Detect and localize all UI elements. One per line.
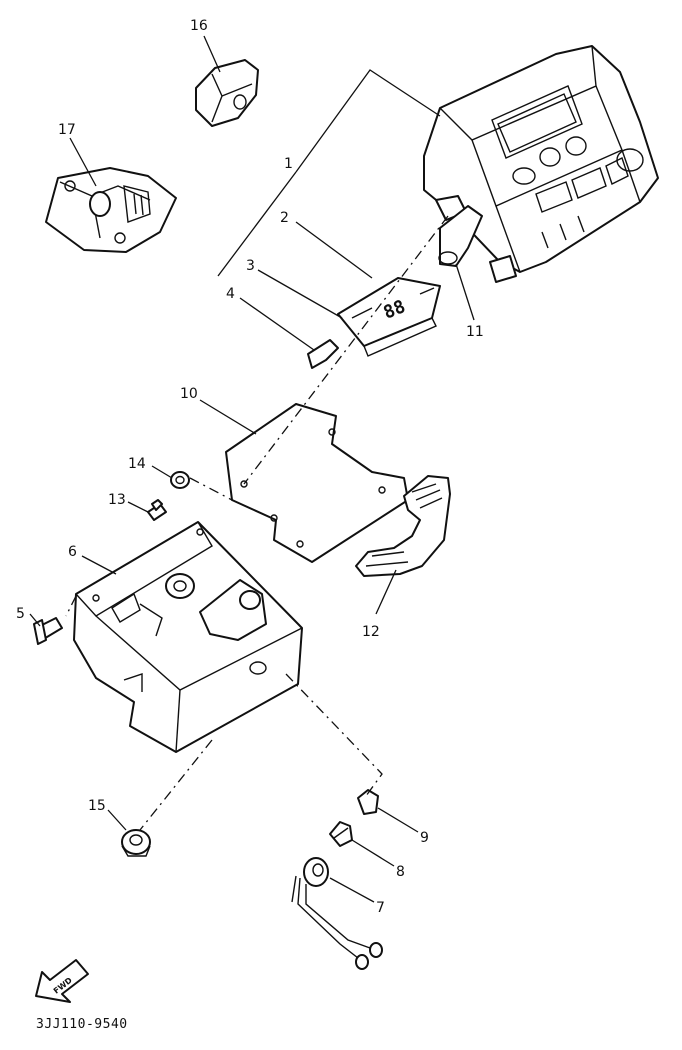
callout-2: 2	[280, 210, 289, 226]
callout-4: 4	[226, 286, 235, 302]
callout-6: 6	[68, 544, 77, 560]
part-12-ribbon-cable	[355, 475, 451, 577]
callout-17: 17	[58, 122, 76, 138]
callout-16: 16	[190, 18, 208, 34]
part-7-bulb-socket	[291, 857, 383, 970]
callout-12: 12	[362, 624, 380, 640]
callout-10: 10	[180, 386, 198, 402]
forward-arrow-icon: FWD	[35, 959, 89, 1003]
part-5-screw	[33, 617, 63, 645]
part-6-meter-case	[73, 521, 303, 753]
callout-7: 7	[376, 900, 385, 916]
callout-1: 1	[284, 156, 293, 172]
part-16-damper	[195, 59, 259, 127]
callout-15: 15	[88, 798, 106, 814]
callout-labels: 16 17 1 2 3 4 11 10 14 13 6 5 12 15 9 8 …	[16, 18, 484, 916]
part-8-bulb	[329, 821, 353, 847]
part-9-bulb-cover	[357, 789, 379, 815]
callout-11: 11	[466, 324, 484, 340]
callout-5: 5	[16, 606, 25, 622]
part-10-cover-plate	[225, 403, 409, 563]
part-15-grommet	[121, 829, 151, 857]
assembly-lines	[65, 215, 449, 831]
callout-3: 3	[246, 258, 255, 274]
callout-13: 13	[108, 492, 126, 508]
part-2-lcd-board: 88	[307, 277, 441, 369]
part-13-screw	[147, 499, 167, 521]
part-17-relay	[45, 167, 177, 253]
part-14-nut	[170, 471, 190, 489]
callout-14: 14	[128, 456, 146, 472]
part-11-clip	[438, 205, 483, 267]
callout-8: 8	[396, 864, 405, 880]
part-code: 3JJ110-9540	[36, 1017, 128, 1032]
leader-lines	[29, 35, 475, 903]
callout-9: 9	[420, 830, 429, 846]
